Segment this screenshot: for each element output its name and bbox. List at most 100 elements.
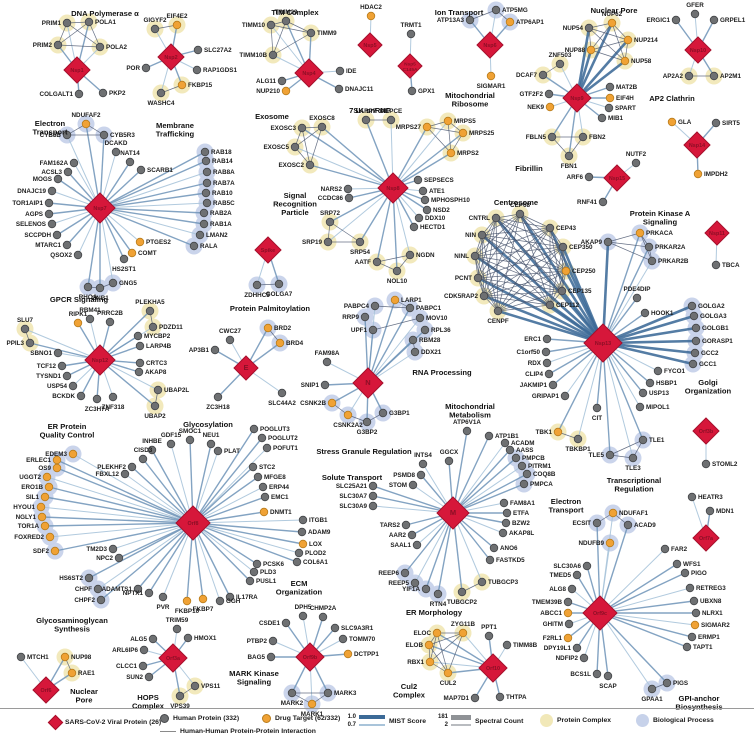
protein-label: ALG5 [130,636,147,643]
human-protein-node [92,394,102,404]
human-protein-node [202,178,212,188]
drug-target-node [263,323,273,333]
virus-human-edge [49,522,194,538]
human-protein-node [257,433,267,443]
legend-human-label: Human Protein (332) [173,715,240,722]
human-protein-node [368,325,378,335]
protein-label: HSBP1 [656,380,677,387]
human-human-edge [477,246,564,279]
human-human-edge [477,277,563,292]
human-protein-node [323,688,333,698]
protein-label: MTARC1 [35,242,61,249]
protein-label: CEP350 [569,244,593,251]
virus-human-edge [148,522,194,594]
virus-human-edge [48,486,194,524]
protein-label: FBXL12 [96,471,120,478]
human-protein-node [53,174,63,184]
protein-label: ZC3H18 [206,404,230,411]
human-human-edge [481,234,485,297]
protein-label: FBLN5 [526,134,547,141]
protein-label: CSNK2B [300,400,326,407]
human-protein-node [53,40,63,50]
viral-protein-node [32,676,60,704]
protein-label: SNIP1 [301,382,320,389]
human-protein-node [306,28,316,38]
protein-label: ATP1B1 [495,433,519,440]
drug-target-icon [262,714,271,723]
virus-human-edge [192,437,263,524]
human-protein-node [605,450,615,460]
human-protein-node [687,632,697,642]
virus-human-edge [577,342,604,440]
human-protein-node [502,640,512,650]
protein-label: ETFA [513,510,530,517]
human-protein-node [662,678,672,688]
human-human-edge [590,39,629,51]
legend-complex-label: Protein Complex [557,717,612,724]
human-protein-node [16,652,26,662]
human-protein-node [368,481,378,491]
protein-label: ABCC1 [540,610,562,617]
protein-label: EXOSC2 [278,162,304,169]
protein-label: PMPCB [522,455,545,462]
group-label: Nuclear Pore [591,6,638,15]
virus-human-edge [99,207,205,225]
human-human-edge [57,21,90,46]
protein-label: VPS39 [170,703,190,710]
human-protein-node [252,280,262,290]
human-human-edge [481,234,563,292]
protein-label: GFER [686,2,704,9]
human-protein-node [268,636,278,646]
protein-label: LOX [309,541,323,548]
protein-label: RAB7A [213,180,235,187]
human-protein-node [258,482,268,492]
human-protein-node [158,592,168,602]
human-protein-node [660,544,670,554]
mist-scale-icon: 1.0 0.7 [344,714,385,728]
human-protein-node [564,619,574,629]
human-protein-node [519,479,529,489]
drug-target-node [135,237,145,247]
human-human-edge [474,255,499,312]
human-protein-node [645,378,655,388]
protein-label: ATP6V1A [453,419,481,426]
legend-human: Human Protein (332) [160,714,239,723]
protein-label: TOMM70 [349,636,376,643]
protein-label: TLE3 [625,465,641,472]
human-human-edge [519,213,563,292]
human-protein-node [473,273,483,283]
virus-human-edge [99,207,195,247]
human-protein-node [584,23,594,33]
viral-protein-node [562,83,592,113]
human-protein-node [298,515,308,525]
virus-human-edge [518,213,605,344]
protein-label: CEP43 [556,225,576,232]
human-human-edge [483,213,521,297]
protein-label: CIT [592,415,602,422]
human-protein-node [592,669,602,679]
protein-label: PITRM1 [528,463,552,470]
human-human-edge [474,255,551,306]
protein-label: EXOSC8 [309,115,335,122]
drug-target-node [343,410,353,420]
human-protein-node [457,587,467,597]
virus-human-edge [602,304,693,345]
protein-label: RAB5C [213,200,235,207]
virus-human-edge [99,182,208,209]
drug-target-node [327,398,337,408]
drug-target-node [42,472,52,482]
protein-label: MEPCE [380,108,402,115]
protein-label: TIMM10B [239,52,267,59]
protein-label: BRD4 [286,340,304,347]
human-protein-node [362,417,372,427]
virus-human-edge [44,522,194,527]
human-human-edge [474,227,551,257]
virus-human-edge [452,449,511,514]
virus-human-edge [599,612,693,638]
protein-label: JAKMIP1 [520,382,548,389]
protein-label: GTF2F2 [520,91,544,98]
